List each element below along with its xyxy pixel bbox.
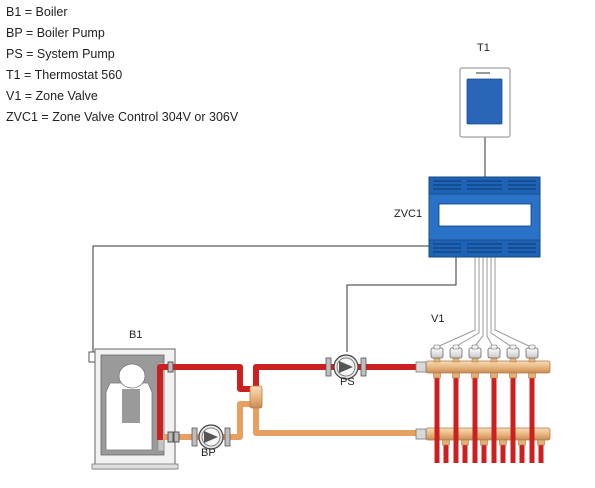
system-pump-arrow-icon <box>339 361 353 373</box>
return-outlet-fitting <box>442 439 450 446</box>
wire-zvc-to-boiler <box>92 245 429 352</box>
supply-outlet-fitting <box>471 372 479 379</box>
zone-supply-tube <box>529 373 535 463</box>
return-outlet-fitting <box>537 439 545 446</box>
pipe-tee <box>249 385 263 409</box>
pipe-fittings <box>167 361 180 443</box>
zone-supply-tube <box>491 373 497 463</box>
legend-item-t1: T1 = Thermostat 560 <box>6 68 123 82</box>
supply-outlet-fitting <box>452 372 460 379</box>
boiler-pump-arrow-icon <box>204 431 218 443</box>
control-wiring <box>92 137 486 352</box>
wire-zvc-to-pump <box>346 257 457 352</box>
supply-outlet-fitting <box>490 372 498 379</box>
system-pump-label: PS <box>340 376 355 388</box>
boiler-label: B1 <box>129 329 142 341</box>
valve-wire-harness <box>436 257 532 348</box>
thermostat <box>459 67 511 138</box>
zone-return-tube <box>538 440 544 463</box>
supply-piping <box>157 364 428 440</box>
return-outlet-fitting <box>480 439 488 446</box>
zone-return-tube <box>443 440 449 463</box>
zone-valve-actuator <box>487 344 501 363</box>
supply-outlet-fitting <box>528 372 536 379</box>
thermostat-label: T1 <box>477 42 490 54</box>
zone-valve-actuator <box>525 344 539 363</box>
legend-item-v1: V1 = Zone Valve <box>6 89 98 103</box>
zone-valve-actuator <box>468 344 482 363</box>
zone-return-tube <box>519 440 525 463</box>
zone-supply-tube <box>510 373 516 463</box>
legend-item-zvc1: ZVC1 = Zone Valve Control 304V or 306V <box>6 110 239 124</box>
supply-outlet-fitting <box>433 372 441 379</box>
zone-supply-tube <box>472 373 478 463</box>
zone-valve-actuators <box>430 344 539 363</box>
zone-valve-control <box>428 176 541 258</box>
zone-valve-actuator <box>449 344 463 363</box>
zvc-display <box>438 203 532 227</box>
legend-item-ps: PS = System Pump <box>6 47 115 61</box>
return-outlet-fitting <box>499 439 507 446</box>
zone-valve-label: V1 <box>431 313 444 325</box>
legend-item-b1: B1 = Boiler <box>6 5 68 19</box>
zvc-label: ZVC1 <box>394 208 422 220</box>
supply-outlet-fitting <box>509 372 517 379</box>
system-pump <box>325 354 367 380</box>
zone-supply-tube <box>434 373 440 463</box>
supply-manifold <box>415 360 551 374</box>
thermostat-screen <box>466 78 503 125</box>
boiler-pump-label: BP <box>201 447 216 459</box>
zone-return-tube <box>481 440 487 463</box>
legend: B1 = Boiler BP = Boiler Pump PS = System… <box>6 2 238 128</box>
zone-return-tube <box>462 440 468 463</box>
zone-valve-actuator <box>506 344 520 363</box>
zone-loops <box>433 372 545 463</box>
boiler-pump <box>191 424 231 450</box>
legend-item-bp: BP = Boiler Pump <box>6 26 105 40</box>
zone-valve-actuator <box>430 344 444 363</box>
zone-supply-tube <box>453 373 459 463</box>
zone-return-tube <box>500 440 506 463</box>
return-outlet-fitting <box>518 439 526 446</box>
return-outlet-fitting <box>461 439 469 446</box>
